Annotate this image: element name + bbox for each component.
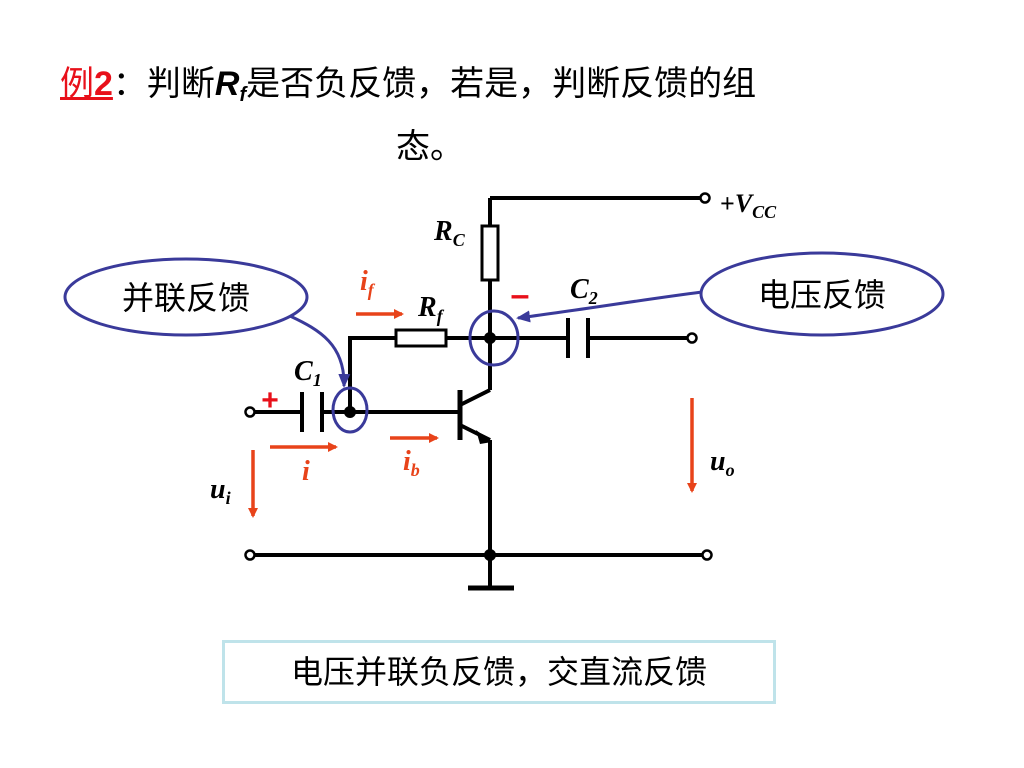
uo-label: uo (710, 446, 735, 480)
title-suffix: 是否负反馈，若是，判断反馈的组 (246, 64, 757, 104)
callout-left-text: 并联反馈 (122, 279, 250, 317)
collector-node-highlight (468, 309, 520, 367)
callout-left-bubble (63, 257, 309, 337)
callout-left-pointer (289, 314, 351, 388)
signal-arrows (248, 309, 697, 518)
ground-right-terminal (701, 549, 713, 561)
c1-capacitor (300, 392, 324, 432)
ui-label: ui (210, 474, 231, 508)
callout-right-text: 电压反馈 (758, 276, 886, 314)
ib-label: ib (403, 446, 420, 480)
transistor (457, 388, 491, 442)
output-terminal (686, 332, 698, 344)
callout-right-pointer (516, 290, 703, 323)
vcc-label: +VCC (720, 189, 777, 222)
ground-node (484, 549, 496, 561)
if-label: if (360, 266, 376, 300)
base-node (344, 406, 356, 418)
base-node-highlight (331, 386, 369, 434)
c2-label: C2 (570, 274, 598, 308)
rc-resistor (480, 224, 500, 282)
minus-sign: – (511, 276, 530, 314)
emitter-arrow (476, 430, 492, 444)
vcc-terminal (699, 192, 711, 204)
rf-label: Rf (417, 292, 445, 326)
rc-label: RC (433, 216, 466, 250)
rf-resistor (394, 328, 448, 348)
title-line2: 态。 (396, 127, 464, 167)
collector-node (484, 332, 496, 344)
c1-label: C1 (294, 356, 322, 390)
rf-left-wire (348, 336, 396, 412)
ground-left-terminal (244, 549, 256, 561)
page-title: 例2：判断Rf是否负反馈，若是，判断反馈的组 态。 (60, 58, 900, 173)
conclusion-box: 电压并联负反馈，交直流反馈 (222, 640, 776, 704)
title-rf: Rf (214, 65, 247, 106)
example-label: 例2 (60, 64, 113, 104)
input-terminal (244, 406, 256, 418)
circuit-wires (250, 196, 704, 591)
i-label: i (302, 456, 310, 487)
callout-right-bubble (699, 251, 945, 337)
plus-sign: + (261, 384, 279, 417)
title-prefix: ：判断 (112, 64, 215, 104)
c2-capacitor (566, 318, 590, 358)
